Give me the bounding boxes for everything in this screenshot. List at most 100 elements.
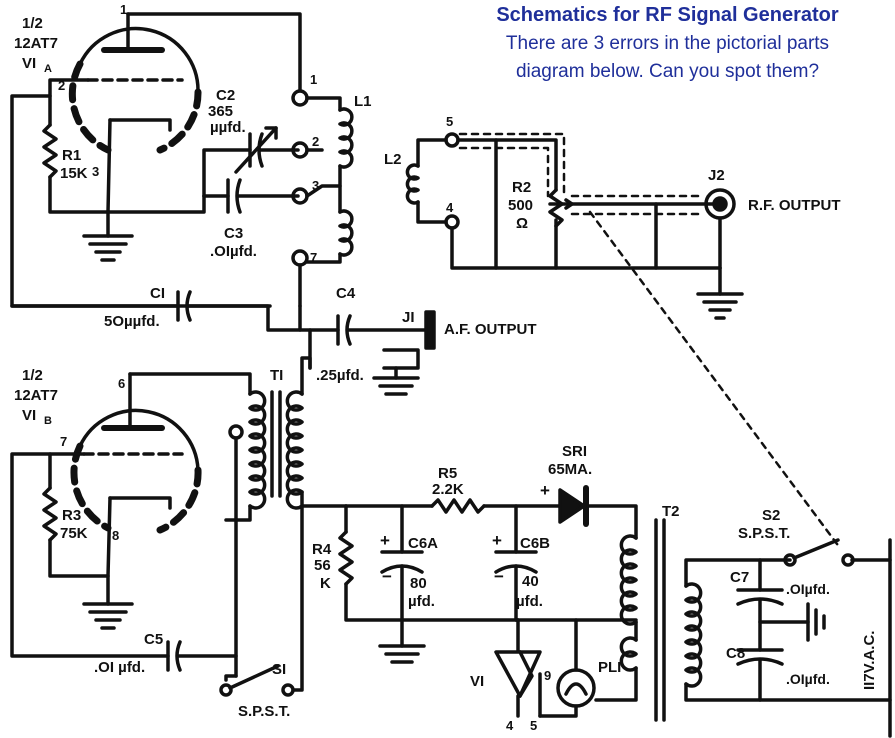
c4-value: .25µfd. — [316, 367, 364, 384]
tube-b-fraction: 1/2 — [22, 367, 43, 384]
c7-ref: C7 — [730, 569, 749, 586]
transformer-t2 — [619, 518, 703, 722]
c6a-unit: µfd. — [408, 593, 435, 610]
ground-v1a — [82, 234, 134, 262]
resistor-r1 — [42, 123, 58, 179]
t2-ref: T2 — [662, 503, 680, 520]
l1-tap-2: 2 — [312, 134, 319, 149]
r1-ref: R1 — [62, 147, 81, 164]
c2-value-1: 365 — [208, 103, 233, 120]
tube-v1a — [68, 12, 202, 154]
tube-b-pin-cathode: 8 — [112, 528, 119, 543]
c1-ref: CI — [150, 285, 165, 302]
s2-ref: S2 — [762, 507, 780, 524]
l2-ref: L2 — [384, 151, 402, 168]
tube-a-pin-grid: 2 — [58, 78, 65, 93]
tube-b-sub: B — [44, 415, 52, 427]
transformer-t1 — [248, 390, 304, 510]
l1-tap-1: 1 — [310, 72, 317, 87]
r3-ref: R3 — [62, 507, 81, 524]
l1-tap-7: 7 — [310, 250, 317, 265]
ground-j1 — [372, 376, 420, 396]
jack-j1 — [382, 310, 436, 370]
s1-ref: SI — [272, 661, 286, 678]
r5-value: 2.2K — [432, 481, 464, 498]
sr1-plus: + — [540, 481, 550, 500]
c6a-value: 80 — [410, 575, 427, 592]
r1-value: 15K — [60, 165, 88, 182]
r4-ref: R4 — [312, 541, 332, 558]
heater-pin-9: 9 — [544, 668, 551, 683]
l1-tap-3: 3 — [312, 178, 319, 193]
heater-pin-4: 4 — [506, 718, 514, 733]
ground-v1b — [82, 602, 134, 630]
r2-ref: R2 — [512, 179, 531, 196]
subtitle-line-1: There are 3 errors in the pictorial part… — [505, 33, 830, 54]
rectifier-sr1 — [558, 485, 589, 527]
tube-b-pin-grid: 7 — [60, 434, 67, 449]
tube-a-pin-plate: 1 — [120, 2, 127, 17]
c6b-ref: C6B — [520, 535, 550, 552]
l1-ref: L1 — [354, 93, 372, 110]
r5-ref: R5 — [438, 465, 457, 482]
resistor-r3 — [42, 486, 58, 542]
c6b-unit: µfd. — [516, 593, 543, 610]
r2-value: 500 — [508, 197, 533, 214]
c6a-plus: + — [380, 531, 390, 550]
c3-ref: C3 — [224, 225, 243, 242]
sr1-ref: SRI — [562, 443, 587, 460]
inductor-l1 — [291, 89, 354, 267]
r2-unit: Ω — [516, 215, 528, 232]
resistor-r5 — [430, 498, 486, 514]
s2-type: S.P.S.T. — [738, 525, 790, 542]
c4-ref: C4 — [336, 285, 356, 302]
c6b-minus: − — [494, 567, 504, 586]
c8-value: .OIµfd. — [786, 671, 830, 687]
pl1-ref: PLI — [598, 659, 621, 676]
j1-label: A.F. OUTPUT — [444, 321, 537, 338]
j2-label: R.F. OUTPUT — [748, 197, 841, 214]
subtitle-line-2: diagram below. Can you spot them? — [515, 61, 820, 82]
ground-c7-c8 — [806, 602, 826, 642]
c7-value: .OIµfd. — [786, 581, 830, 597]
r4-value-2: K — [320, 575, 331, 592]
c8-ref: C8 — [726, 645, 745, 662]
inductor-l2 — [405, 132, 460, 230]
tube-v1b — [70, 408, 202, 534]
tube-heater-v1 — [494, 650, 542, 698]
l2-pin-4: 4 — [446, 200, 454, 215]
l2-pin-5: 5 — [446, 114, 453, 129]
c6a-minus: − — [382, 567, 392, 586]
tube-b-type: 12AT7 — [14, 387, 58, 404]
pilot-lamp-pl1 — [556, 668, 596, 708]
c6b-plus: + — [492, 531, 502, 550]
c1-value: 5Oµµfd. — [104, 313, 160, 330]
resistor-r2 — [548, 188, 564, 228]
t1-ref: TI — [270, 367, 283, 384]
resistor-r4 — [338, 530, 354, 586]
ground-j2 — [696, 292, 744, 320]
c3-value: .OIµfd. — [210, 243, 257, 260]
mains-label: II7V.A.C. — [861, 631, 878, 690]
c5-ref: C5 — [144, 631, 163, 648]
c2-value-2: µµfd. — [210, 119, 246, 136]
heater-pin-5: 5 — [530, 718, 537, 733]
heater-ref: VI — [470, 673, 484, 690]
page-title: Schematics for RF Signal Generator — [496, 4, 839, 26]
s1-type: S.P.S.T. — [238, 703, 290, 720]
sr1-rating: 65MA. — [548, 461, 592, 478]
tube-b-pin-plate: 6 — [118, 376, 125, 391]
tube-a-ref: VI — [22, 55, 36, 72]
tube-a-pin-cathode: 3 — [92, 164, 99, 179]
ground-c6a — [378, 644, 426, 664]
c5-value: .OI µfd. — [94, 659, 145, 676]
tube-b-ref: VI — [22, 407, 36, 424]
c6b-value: 40 — [522, 573, 539, 590]
r4-value-1: 56 — [314, 557, 331, 574]
tube-a-fraction: 1/2 — [22, 15, 43, 32]
c6a-ref: C6A — [408, 535, 438, 552]
r3-value: 75K — [60, 525, 88, 542]
j1-ref: JI — [402, 309, 415, 326]
tube-a-sub: A — [44, 63, 52, 75]
